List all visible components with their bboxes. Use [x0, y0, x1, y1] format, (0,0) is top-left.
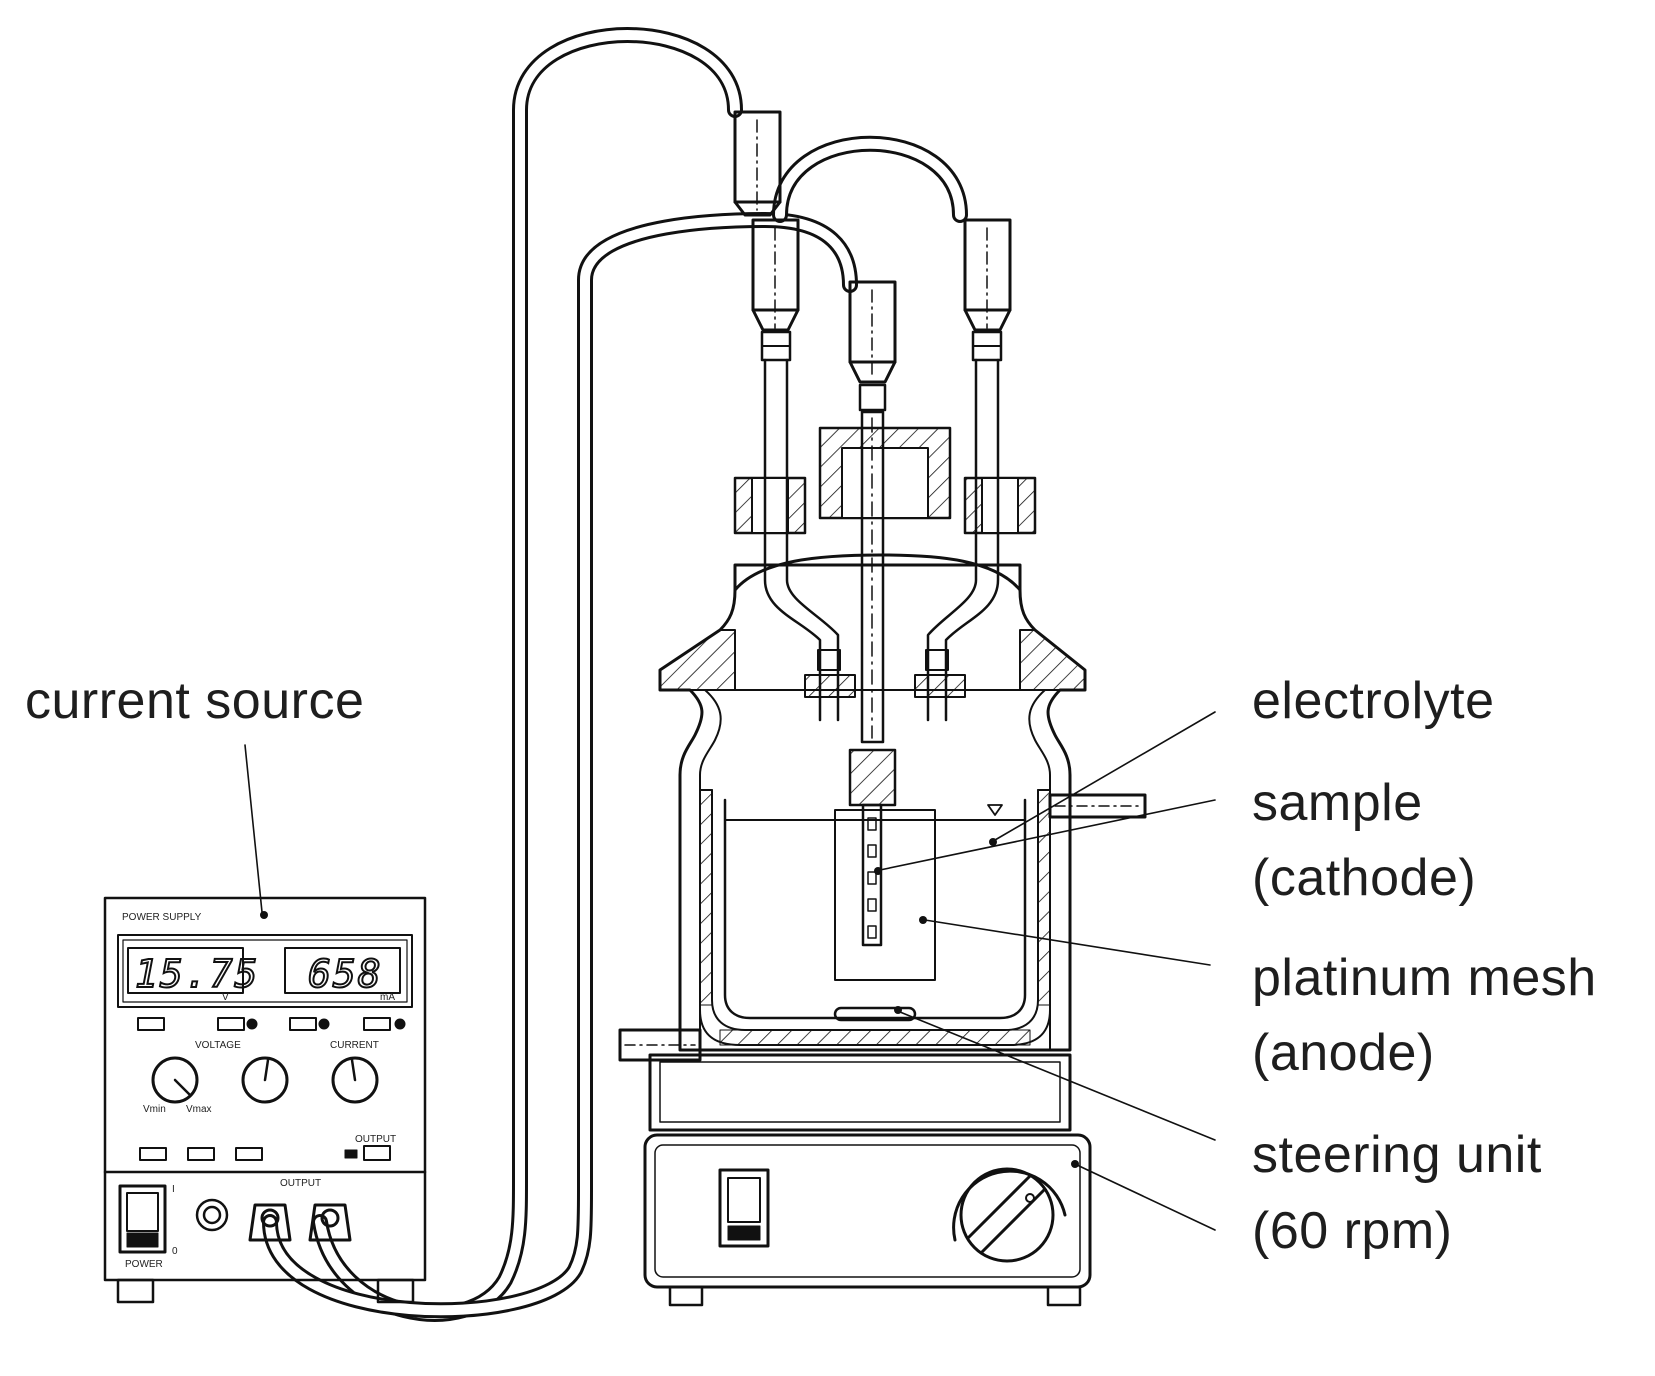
power-label: POWER — [125, 1259, 163, 1270]
cable-short-inner — [262, 212, 858, 1319]
voltage-unit: V — [222, 992, 229, 1003]
electrode-holder-right — [925, 218, 1012, 722]
reaction-vessel — [618, 553, 1147, 1062]
leader-dots — [260, 838, 1079, 1168]
lid-fittings — [733, 426, 1037, 698]
current-display: 658 — [308, 952, 383, 996]
output-terminals-label: OUTPUT — [280, 1178, 321, 1189]
vmax-label: Vmax — [186, 1104, 212, 1115]
label-steering-unit: steering unit — [1252, 1126, 1542, 1184]
output-button-label: OUTPUT — [355, 1134, 396, 1145]
label-current-source: current source — [25, 672, 365, 730]
label-platinum-mesh: platinum mesh — [1252, 949, 1597, 1007]
power-supply — [103, 896, 427, 1304]
leader-lines — [244, 711, 1216, 1231]
current-unit: mA — [380, 992, 395, 1003]
label-anode: (anode) — [1252, 1024, 1435, 1082]
label-electrolyte: electrolyte — [1252, 672, 1495, 730]
cable-connecting-electrodes — [772, 135, 968, 223]
label-sample: sample — [1252, 774, 1423, 832]
stirring-unit — [643, 1053, 1092, 1307]
electrode-holder-left — [733, 110, 841, 722]
current-knob-label: CURRENT — [330, 1040, 379, 1051]
label-60-rpm: (60 rpm) — [1252, 1202, 1453, 1260]
voltage-display: 15.75 — [135, 952, 259, 996]
switch-off-label: 0 — [172, 1246, 178, 1257]
vmin-label: Vmin — [143, 1104, 166, 1115]
voltage-knob-label: VOLTAGE — [195, 1040, 241, 1051]
power-supply-brand: POWER SUPPLY — [122, 912, 202, 923]
electrode-holder-center — [848, 280, 897, 947]
power-supply-texts: POWER SUPPLY 15.75 658 V mA VOLTAGE CURR… — [122, 912, 396, 1270]
switch-on-label: I — [172, 1184, 175, 1195]
label-cathode: (cathode) — [1252, 849, 1477, 907]
